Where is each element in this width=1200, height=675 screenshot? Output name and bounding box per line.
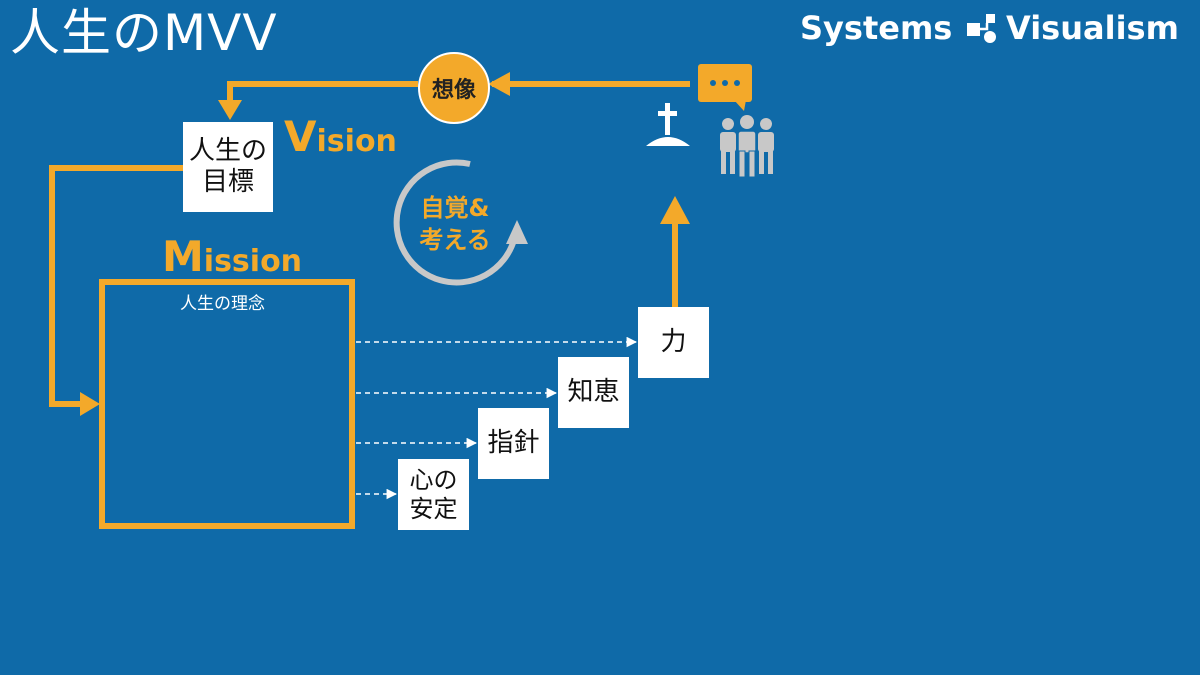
step-wisdom-label: 知恵 (567, 376, 620, 407)
imagination-circle: 想像 (418, 52, 490, 124)
cycle-label-line1: 自覚& (420, 194, 490, 222)
brand-logo: Systems Visualism (800, 6, 1192, 50)
slide-title: 人生のMVV (10, 4, 278, 62)
step-box-guideline: 指針 (478, 408, 549, 479)
grave-cross-icon (646, 103, 690, 146)
vision-to-mission-arrowhead (80, 392, 100, 416)
step-peace-line2: 安定 (409, 494, 458, 523)
vision-box: 人生の 目標 (183, 122, 273, 212)
speech-bubble-icon (698, 64, 752, 111)
mission-heading-initial: M (162, 232, 204, 281)
feedback-arrowhead-down (218, 100, 242, 120)
vision-box-line2: 目標 (201, 167, 254, 197)
brand-text-visualism: Visualism (1006, 9, 1179, 47)
brand-text-systems: Systems (800, 9, 953, 47)
step-box-wisdom: 知恵 (558, 357, 629, 428)
vision-to-mission-line (49, 165, 183, 407)
mission-subtitle: 人生の理念 (180, 294, 265, 314)
vision-box-line1: 人生の (188, 135, 267, 166)
feedback-line-left (227, 81, 418, 108)
cycle-arrow-icon (393, 159, 528, 286)
step-box-peace-of-mind: 心の 安定 (398, 459, 469, 530)
cycle-label: 自覚& 考える (400, 192, 510, 257)
mission-heading-rest: ission (203, 244, 303, 279)
vision-heading-initial: V (284, 112, 317, 161)
vision-heading-rest: ision (316, 124, 397, 159)
step-power-label: 力 (660, 326, 687, 357)
mission-frame (99, 279, 355, 529)
cycle-label-line2: 考える (419, 226, 491, 255)
power-to-people-arrowhead (660, 196, 690, 224)
step-box-power: 力 (638, 307, 709, 378)
people-group-icon (720, 115, 774, 178)
feedback-arrowhead-left (488, 72, 510, 96)
vision-heading: Vision (284, 116, 397, 158)
systems-visualism-logo-icon (967, 14, 996, 43)
step-guideline-label: 指針 (487, 427, 540, 458)
mission-heading: Mission (162, 236, 302, 278)
step-peace-line1: 心の (409, 465, 458, 494)
